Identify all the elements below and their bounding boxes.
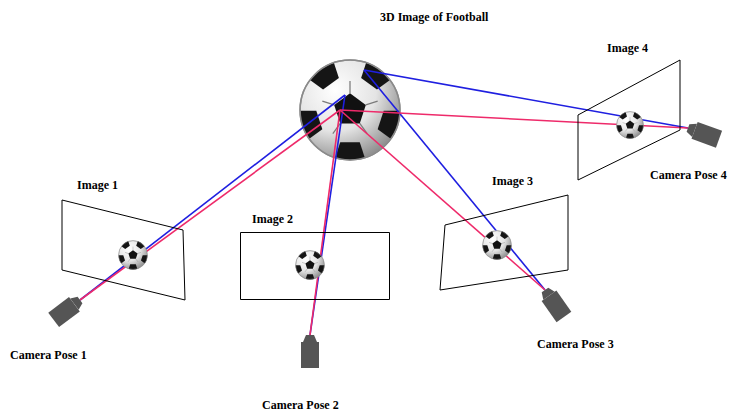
image-border — [440, 195, 568, 290]
image-frame — [576, 58, 682, 182]
projection-ray — [80, 110, 340, 300]
projected-ball — [116, 240, 150, 273]
image-label: Image 4 — [607, 41, 648, 56]
camera-label: Camera Pose 4 — [650, 168, 727, 183]
image-frame — [438, 192, 570, 292]
camera-pose: Camera Pose 3 — [530, 285, 640, 355]
camera-pose: Camera Pose 1 — [8, 292, 120, 370]
camera-pose: Camera Pose 4 — [640, 120, 748, 184]
camera-body — [685, 120, 722, 148]
image-border — [241, 233, 390, 300]
image-plane: Image 2 — [240, 232, 390, 300]
image-plane: Image 3 — [438, 192, 570, 292]
image-border — [62, 200, 185, 300]
camera-label: Camera Pose 3 — [537, 337, 614, 352]
projected-ball — [480, 230, 514, 263]
projection-ray — [364, 70, 545, 290]
projected-ball — [293, 250, 327, 283]
camera-label: Camera Pose 1 — [10, 348, 87, 363]
camera-body — [48, 293, 85, 327]
image-frame — [240, 232, 390, 300]
projected-ball — [614, 111, 646, 141]
camera-body — [301, 335, 319, 368]
image-label: Image 3 — [492, 174, 533, 189]
camera-pose: Camera Pose 2 — [255, 330, 365, 418]
image-plane: Image 4 — [576, 58, 682, 182]
image-label: Image 2 — [252, 212, 293, 227]
image-frame — [60, 198, 186, 302]
football-node: 3D Image of Football — [298, 58, 402, 162]
camera-label: Camera Pose 2 — [262, 398, 339, 413]
projection-ray — [80, 95, 345, 300]
camera-body — [538, 285, 572, 322]
object-label: 3D Image of Football — [380, 10, 488, 25]
projection-ray — [310, 110, 340, 335]
image-plane: Image 1 — [60, 198, 186, 302]
image-label: Image 1 — [77, 178, 118, 193]
image-border — [578, 60, 680, 180]
